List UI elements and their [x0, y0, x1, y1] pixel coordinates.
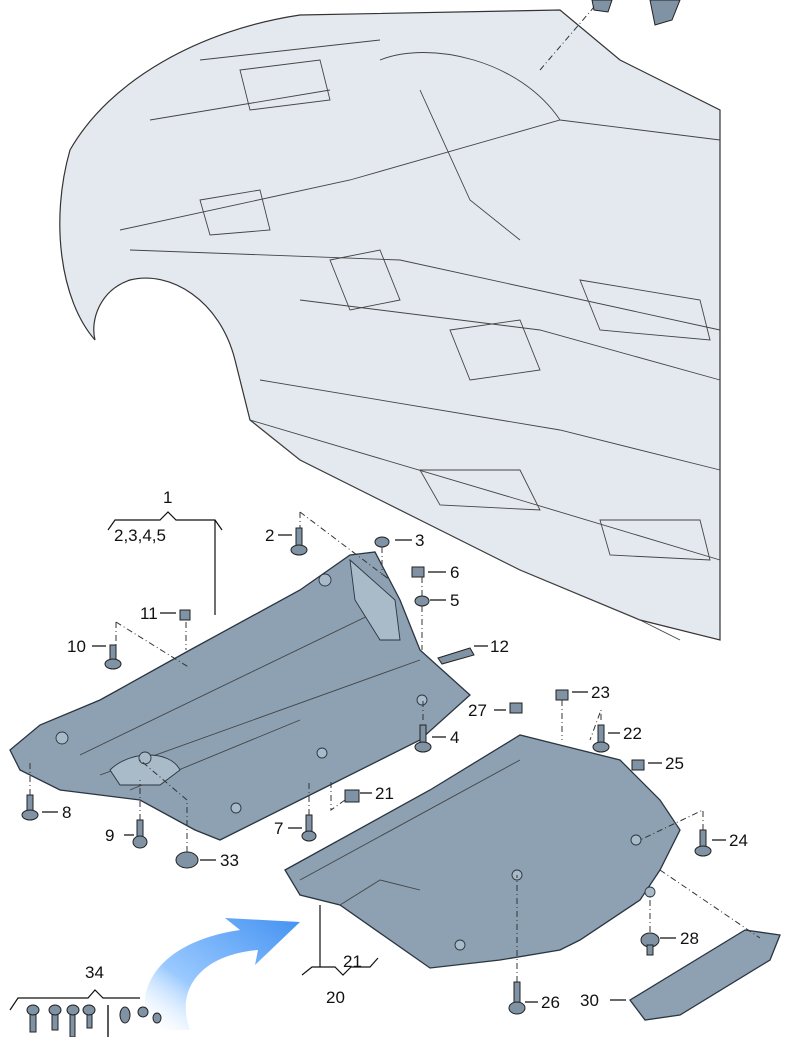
- callout-5: 5: [450, 591, 459, 610]
- group-brackets: [9, 511, 379, 1011]
- callout-group-2-5: 2,3,4,5: [114, 526, 166, 545]
- callout-6: 6: [450, 563, 459, 582]
- callout-33: 33: [220, 851, 239, 870]
- leader-lines: [42, 534, 726, 1003]
- callout-28: 28: [680, 929, 699, 948]
- rear-trim-strip: [629, 929, 781, 1021]
- callout-9: 9: [105, 826, 114, 845]
- vehicle-underbody: [59, 0, 721, 641]
- callout-2: 2: [265, 526, 274, 545]
- fasteners: [21, 527, 712, 1015]
- callout-30: 30: [580, 991, 599, 1010]
- fastener-kit-34: [26, 1004, 162, 1037]
- top-fastener-parts: [591, 0, 681, 26]
- assembly-lines: [29, 511, 761, 982]
- callout-11: 11: [140, 604, 158, 623]
- callout-34: 34: [85, 963, 104, 982]
- callout-7: 7: [274, 819, 283, 838]
- rear-underbody-shield: [284, 734, 681, 969]
- callout-27: 27: [468, 701, 487, 720]
- front-underbody-shield: [9, 551, 471, 841]
- callout-10: 10: [67, 637, 86, 656]
- callout-25: 25: [665, 754, 684, 773]
- callout-8: 8: [62, 803, 71, 822]
- callout-4: 4: [450, 728, 459, 747]
- direction-arrow-icon: [144, 918, 300, 1030]
- callout-12: 12: [490, 637, 509, 656]
- callout-22: 22: [623, 724, 642, 743]
- callout-23: 23: [591, 683, 610, 702]
- callout-1: 1: [163, 488, 172, 507]
- callout-21-lower: 21: [343, 952, 362, 971]
- callout-3: 3: [415, 531, 424, 550]
- callout-21-upper: 21: [375, 784, 394, 803]
- callout-24: 24: [729, 831, 748, 850]
- callout-26: 26: [541, 993, 560, 1012]
- callout-20: 20: [326, 988, 345, 1007]
